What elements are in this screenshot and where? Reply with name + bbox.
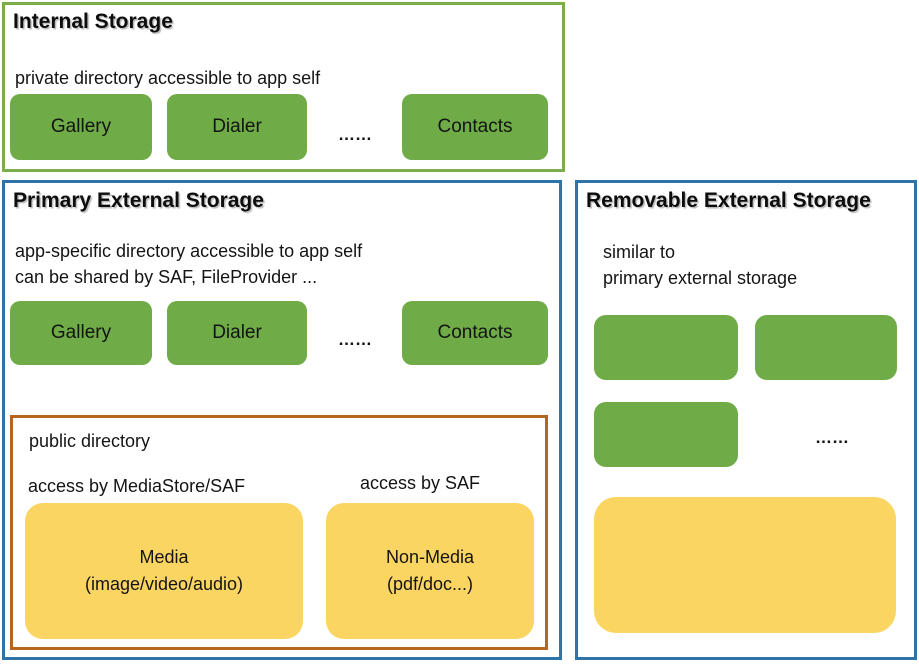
internal-storage-box: Internal Storage private directory acces… bbox=[2, 2, 565, 172]
removable-external-storage-title: Removable External Storage bbox=[586, 189, 871, 212]
app-chip-placeholder bbox=[594, 402, 738, 467]
more-apps-ellipsis: …… bbox=[338, 125, 372, 144]
removable-external-storage-box: Removable External Storage similar to pri… bbox=[575, 180, 917, 660]
app-chip-contacts: Contacts bbox=[402, 94, 548, 160]
nonmedia-block-label: Non-Media bbox=[385, 547, 475, 567]
removable-storage-caption: similar to primary external storage bbox=[603, 239, 797, 291]
caption-line-2: primary external storage bbox=[603, 268, 798, 288]
media-block-sublabel: (image/video/audio) bbox=[84, 574, 244, 594]
internal-storage-caption: private directory accessible to app self bbox=[15, 68, 321, 88]
nonmedia-block: Non-Media (pdf/doc...) bbox=[326, 503, 534, 639]
media-block-label: Media bbox=[139, 547, 189, 567]
app-chip-gallery: Gallery bbox=[10, 301, 152, 365]
app-chip-dialer: Dialer bbox=[167, 301, 307, 365]
primary-external-storage-box: Primary External Storage app-specific di… bbox=[2, 180, 562, 660]
nonmedia-block-sublabel: (pdf/doc...) bbox=[386, 574, 474, 594]
media-access-caption: access by MediaStore/SAF bbox=[28, 476, 246, 496]
app-chip-dialer: Dialer bbox=[167, 94, 307, 160]
caption-line-1: app-specific directory accessible to app… bbox=[15, 241, 363, 261]
primary-external-storage-title: Primary External Storage bbox=[13, 189, 264, 212]
app-chip-contacts: Contacts bbox=[402, 301, 548, 365]
media-block: Media (image/video/audio) bbox=[25, 503, 303, 639]
app-chip-gallery: Gallery bbox=[10, 94, 152, 160]
caption-line-1: similar to bbox=[603, 242, 676, 262]
public-directory-box: public directory access by MediaStore/SA… bbox=[10, 415, 548, 650]
public-directory-placeholder bbox=[594, 497, 896, 633]
more-apps-ellipsis: …… bbox=[815, 427, 849, 447]
caption-line-2: can be shared by SAF, FileProvider ... bbox=[15, 267, 318, 287]
internal-storage-title: Internal Storage bbox=[13, 10, 173, 33]
more-apps-ellipsis: …… bbox=[338, 330, 372, 349]
primary-external-storage-caption: app-specific directory accessible to app… bbox=[15, 238, 362, 290]
public-directory-title: public directory bbox=[29, 431, 151, 451]
nonmedia-access-caption: access by SAF bbox=[360, 473, 481, 493]
app-chip-placeholder bbox=[594, 315, 738, 380]
app-chip-placeholder bbox=[755, 315, 897, 380]
